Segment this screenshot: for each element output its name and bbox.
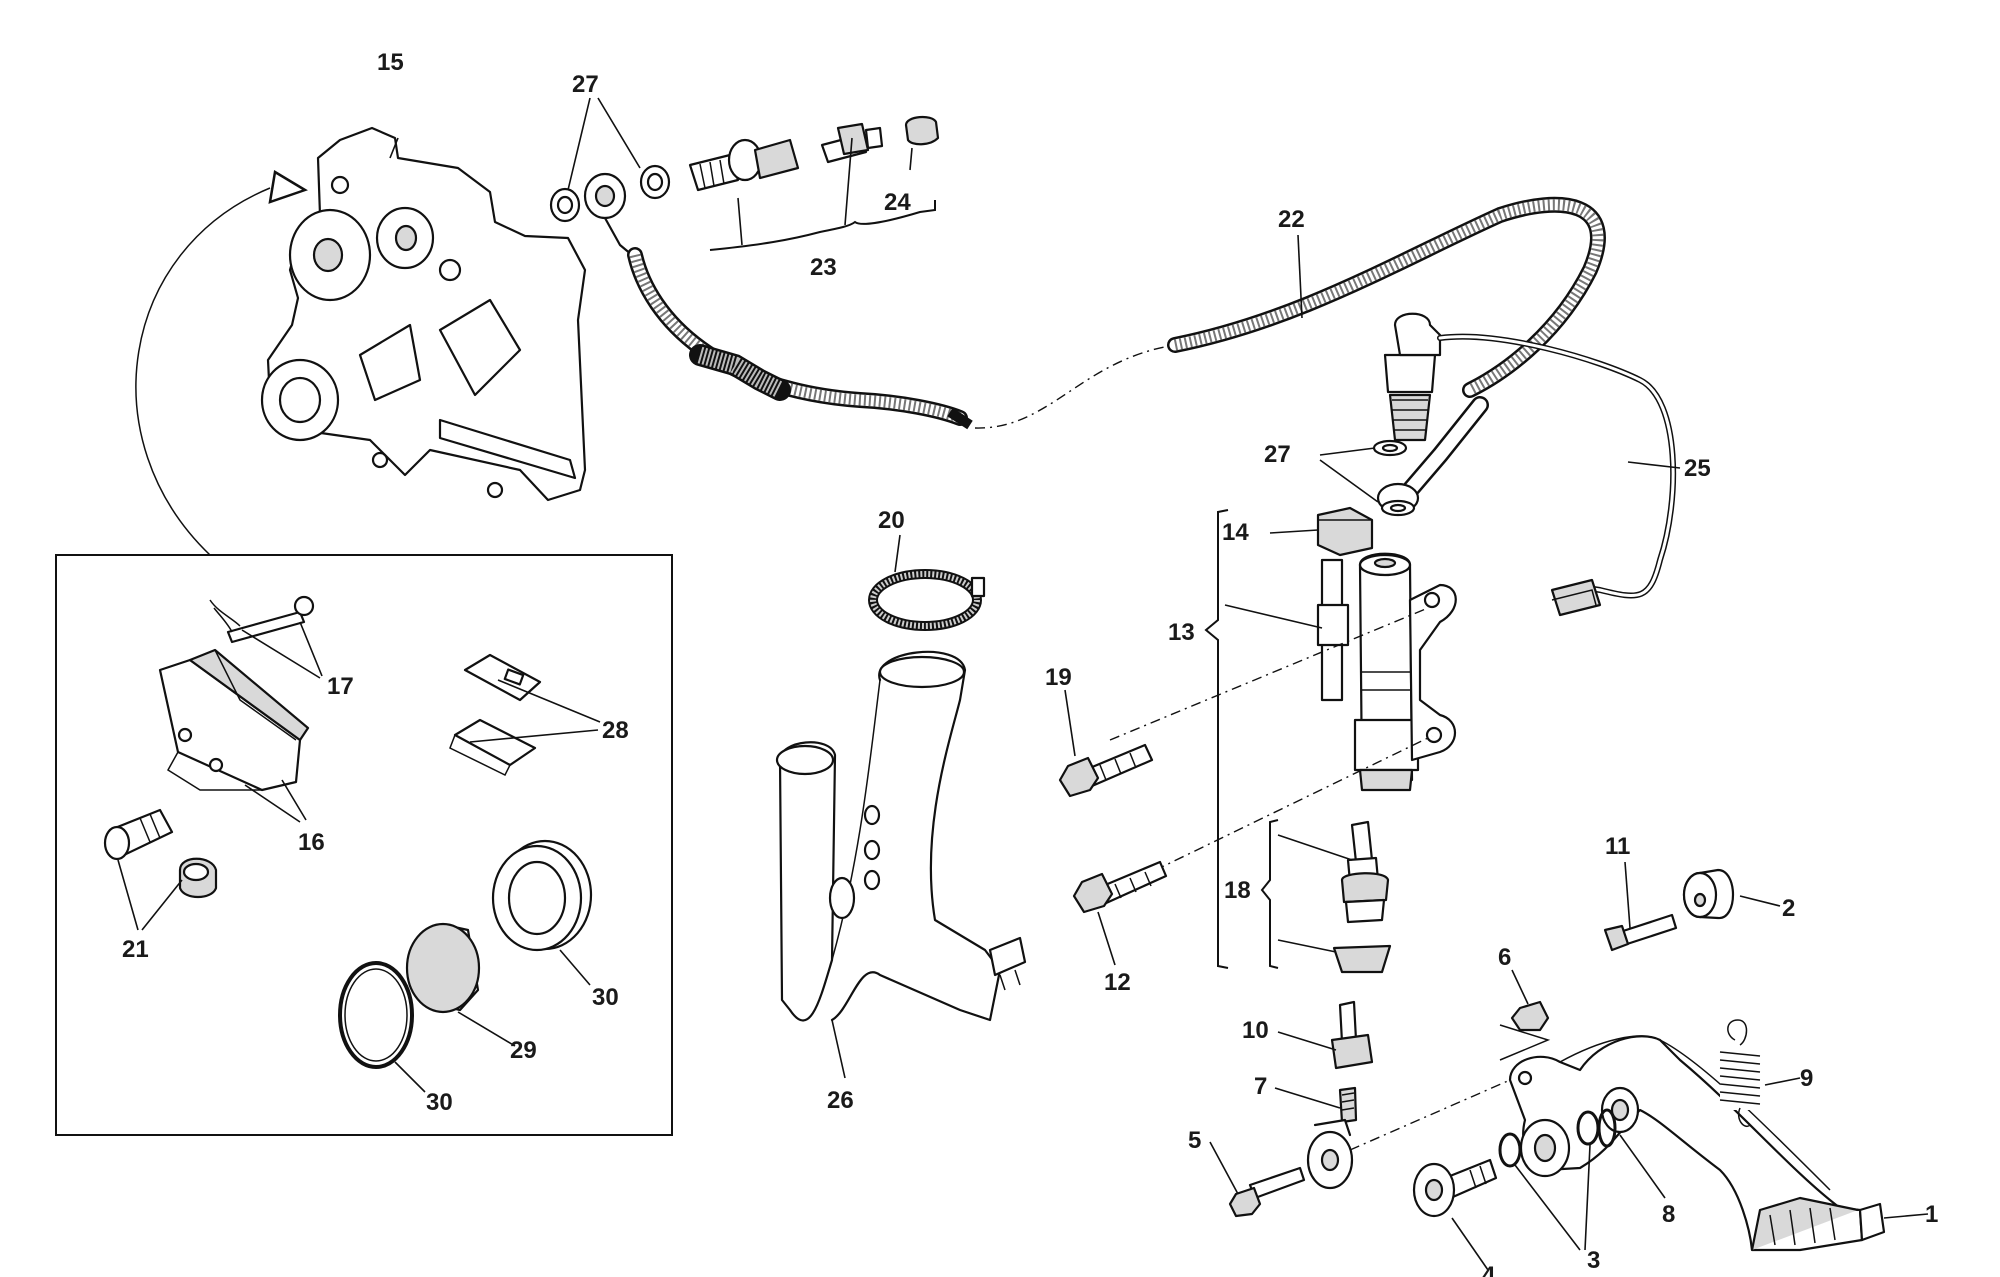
part-1-brake-pedal [1508, 1035, 1886, 1252]
callout-29: 29 [510, 1037, 537, 1064]
part-14-reservoir-cap [1316, 506, 1374, 557]
part-24-bleed-cap [904, 115, 940, 146]
part-10-adjuster [1330, 1000, 1374, 1070]
callout-23: 23 [810, 254, 837, 281]
callout-18: 18 [1224, 877, 1251, 904]
part-5-bolt [1228, 1166, 1306, 1218]
part-19-bolt [1058, 743, 1154, 798]
callout-27-cylinder: 27 [1264, 441, 1291, 468]
callout-20: 20 [878, 507, 905, 534]
part-29-piston [405, 922, 481, 1014]
callout-16: 16 [298, 829, 325, 856]
callout-7: 7 [1254, 1073, 1267, 1100]
callout-30-o-ring: 30 [426, 1089, 453, 1116]
brace-18 [1260, 819, 1279, 969]
part-7-clevis [1306, 1086, 1358, 1190]
inset-caliper-parts [55, 169, 673, 1136]
callout-13: 13 [1168, 619, 1195, 646]
callout-26: 26 [827, 1087, 854, 1114]
part-11-bolt [1603, 913, 1678, 952]
callout-15: 15 [377, 49, 404, 76]
callout-25: 25 [1684, 455, 1711, 482]
part-26-fluid-reservoir [775, 650, 1027, 1022]
part-22-brake-hose [627, 196, 1606, 514]
callout-24: 24 [884, 189, 911, 216]
callout-14: 14 [1222, 519, 1249, 546]
part-23-bleed-kit [688, 122, 884, 192]
inset-arrowhead [268, 169, 308, 204]
callout-19: 19 [1045, 664, 1072, 691]
callout-12: 12 [1104, 969, 1131, 996]
part-3-washers [1498, 1110, 1600, 1168]
callout-5: 5 [1188, 1127, 1201, 1154]
part-16-brake-pads [158, 648, 310, 792]
callout-3: 3 [1587, 1247, 1600, 1274]
part-15-brake-caliper [260, 126, 587, 502]
part-17-pad-pin [209, 595, 315, 644]
callout-9: 9 [1800, 1065, 1813, 1092]
callout-28: 28 [602, 717, 629, 744]
part-28-pad-springs [449, 653, 542, 777]
inset-frame [55, 554, 673, 1136]
callout-17: 17 [327, 673, 354, 700]
callout-2: 2 [1782, 895, 1795, 922]
part-2-rubber-bumper [1682, 868, 1735, 920]
part-6-nut [1510, 1000, 1550, 1032]
part-27-washers-top [549, 164, 671, 223]
part-30-seal [491, 839, 593, 952]
inset-arrow [135, 187, 271, 556]
part-25-brake-switch [1383, 312, 1677, 617]
part-20-clamp [868, 569, 986, 631]
callout-6: 6 [1498, 944, 1511, 971]
callout-27-top: 27 [572, 71, 599, 98]
callout-11: 11 [1605, 833, 1630, 860]
callout-1: 1 [1925, 1201, 1938, 1228]
part-banjo-fitting [583, 172, 634, 257]
callout-30-seal: 30 [592, 984, 619, 1011]
part-13-master-cylinder [1316, 552, 1457, 792]
callout-21: 21 [122, 936, 149, 963]
part-9-return-spring [1719, 1019, 1761, 1127]
part-30-o-ring [338, 961, 414, 1069]
part-27-washers-cylinder [1372, 439, 1416, 517]
callout-labels: 1 2 3 4 5 6 7 8 9 10 11 12 13 14 15 16 1… [122, 49, 1938, 1277]
part-18-pushrod-kit [1332, 820, 1392, 974]
part-4-pivot-bolt [1412, 1158, 1498, 1218]
brace-13 [1204, 509, 1229, 969]
part-12-bolt [1072, 860, 1168, 914]
callout-4: 4 [1482, 1262, 1496, 1277]
part-21-bolt-and-plug [103, 808, 218, 899]
callout-22: 22 [1278, 206, 1305, 233]
callout-8: 8 [1662, 1201, 1675, 1228]
callout-10: 10 [1242, 1017, 1269, 1044]
